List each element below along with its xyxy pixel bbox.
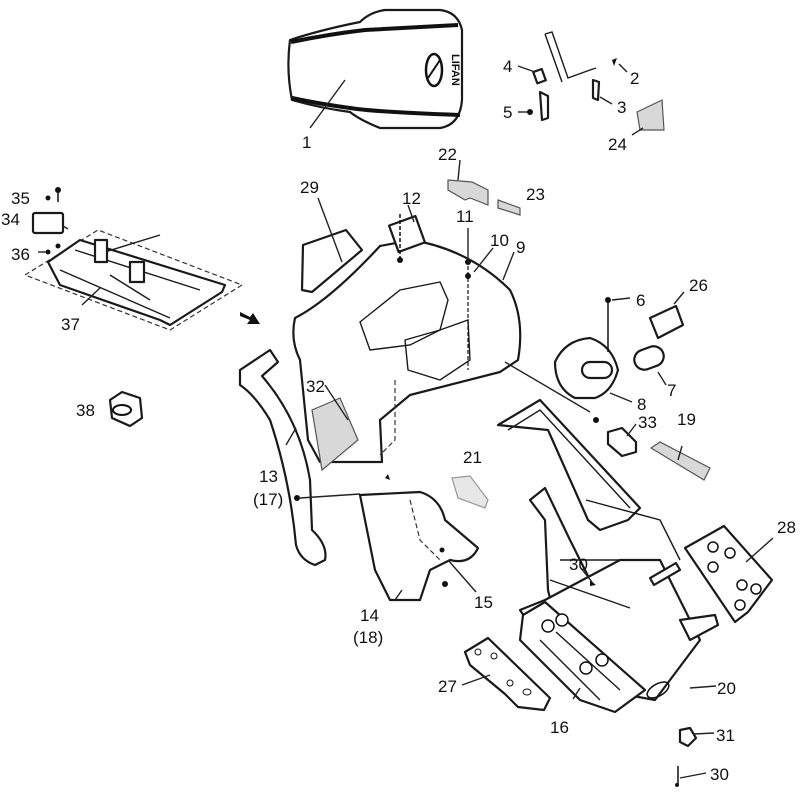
part-bolt-30 [675,766,679,787]
callout-13: 13 [259,467,278,486]
part-decal-22 [447,179,489,206]
callout-7: 7 [667,381,676,400]
callout-24: 24 [608,135,627,154]
part-footrest-panel [358,474,480,602]
callout-14-alt: (18) [353,628,383,647]
callout-29: 29 [300,178,319,197]
callout-3: 3 [617,98,626,117]
part-side-panel [238,348,359,567]
callout-30-lower: 30 [710,765,729,784]
callout-31: 31 [716,726,735,745]
callout-23: 23 [526,185,545,204]
part-subframe [23,187,244,331]
callout-9: 9 [516,238,525,257]
callout-35: 35 [11,189,30,208]
callout-14: 14 [360,606,379,625]
callout-21: 21 [463,448,482,467]
callout-34: 34 [1,210,20,229]
callout-8: 8 [637,395,646,414]
direction-arrow [240,312,260,324]
seat-logo: LIFAN [449,54,461,86]
callout-27: 27 [438,677,457,696]
callout-36: 36 [11,245,30,264]
part-seat-latch [527,31,617,122]
part-rubber-mount [108,390,144,428]
callout-28: 28 [777,518,796,537]
callout-6: 6 [636,291,645,310]
callout-13-alt: (17) [253,490,283,509]
part-decal-19 [649,441,711,481]
callout-19: 19 [677,410,696,429]
callout-10: 10 [490,231,509,250]
callout-15: 15 [474,593,493,612]
part-seat: LIFAN [287,8,464,130]
part-skid-plate-28 [683,524,774,624]
callout-30-upper: 30 [569,555,588,574]
callout-5: 5 [503,103,512,122]
part-decal-24 [636,99,665,131]
part-rear-fender [292,214,522,464]
part-decal-23 [497,199,521,216]
part-tail-light [553,297,685,423]
part-footrest-frame [518,600,647,714]
callout-1: 1 [302,133,311,152]
callout-4: 4 [503,57,512,76]
callout-20: 20 [717,679,736,698]
callout-22: 22 [438,145,457,164]
part-relay [606,426,638,458]
callout-37: 37 [61,315,80,334]
callout-33: 33 [638,413,657,432]
part-main-frame [496,398,720,702]
callout-26: 26 [689,276,708,295]
part-decal-21 [451,475,489,509]
part-decal-32 [311,397,359,472]
callout-38: 38 [76,401,95,420]
callout-32: 32 [306,377,325,396]
callout-12: 12 [402,189,421,208]
part-cover-29 [300,228,364,294]
callout-2: 2 [630,69,639,88]
part-skid-plate-27 [463,636,552,712]
callout-labels: 1 2 3 4 5 6 7 8 9 10 11 12 13 (17) 14 (1… [1,57,796,784]
callout-16: 16 [550,718,569,737]
callout-11: 11 [456,207,474,226]
part-nut-31 [678,726,698,748]
